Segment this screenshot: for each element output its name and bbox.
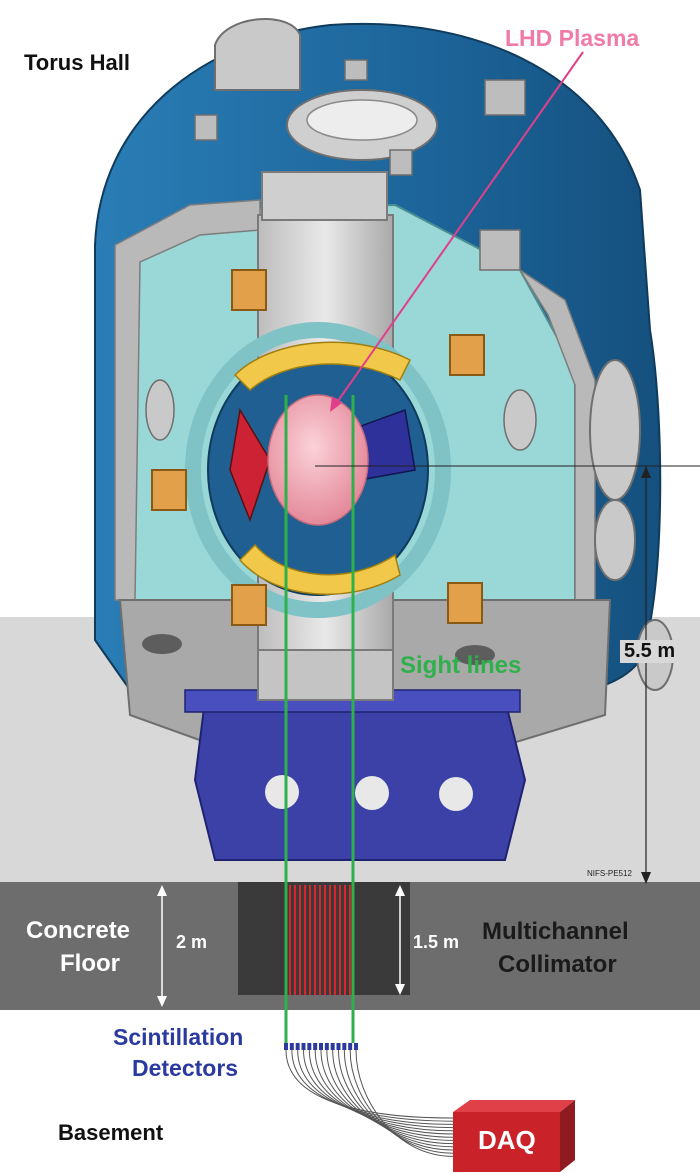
torus-hall-label: Torus Hall xyxy=(24,50,130,75)
daq-box xyxy=(453,1112,560,1172)
side-port xyxy=(594,499,636,581)
top-stub xyxy=(479,229,521,271)
detector-cable xyxy=(314,1049,454,1135)
top-stub xyxy=(484,79,526,116)
scintillation-detector xyxy=(319,1043,323,1050)
cables xyxy=(285,1049,454,1157)
height-arrow-head-bottom xyxy=(641,872,651,884)
daq-label: DAQ xyxy=(478,1125,536,1155)
concrete-floor-label-2: Floor xyxy=(60,950,120,977)
scintillation-detector xyxy=(301,1043,306,1050)
scintillation-detector xyxy=(295,1043,300,1050)
floor-arrow-head-top xyxy=(157,885,167,896)
support-hole xyxy=(355,776,389,810)
support-hole xyxy=(439,777,473,811)
top-stub xyxy=(389,149,413,176)
detector-cable xyxy=(349,1049,454,1154)
plasma-pointer xyxy=(332,51,584,409)
basement-label: Basement xyxy=(58,1120,164,1145)
scintillation-detector xyxy=(289,1043,294,1050)
collimator-label-2: Collimator xyxy=(498,951,617,978)
plasma-pointer-head xyxy=(330,396,342,412)
top-port-ring-inner xyxy=(306,99,418,141)
daq-box-top xyxy=(453,1100,575,1112)
top-stub xyxy=(344,59,368,81)
detector-cable xyxy=(326,1049,454,1141)
vertical-port-bottom xyxy=(257,649,394,701)
concrete-floor-label-1: Concrete xyxy=(26,917,131,944)
side-port-mid xyxy=(503,389,537,451)
coil-block xyxy=(449,334,485,376)
scintillation-detector xyxy=(348,1043,353,1050)
helical-coil-upper xyxy=(233,341,412,392)
scintillation-label-1: Scintillation xyxy=(113,1024,244,1050)
poloidal-ring xyxy=(185,322,451,618)
scintillation-detector xyxy=(354,1043,358,1050)
detector-cable xyxy=(297,1049,454,1125)
scintillation-detector xyxy=(330,1043,335,1050)
scintillation-label-2: Detectors xyxy=(132,1055,239,1081)
scintillation-detector xyxy=(284,1043,288,1050)
vertical-port-top xyxy=(261,171,388,221)
coil-block xyxy=(447,582,483,624)
support-hole xyxy=(265,775,299,809)
coil-block xyxy=(231,584,267,626)
top-stub xyxy=(194,114,218,141)
scintillation-detector xyxy=(342,1043,347,1050)
helical-coil-left xyxy=(229,407,271,523)
sight-lines-label: Sight lines xyxy=(400,652,522,679)
support-structure xyxy=(193,699,527,861)
scintillation-detector xyxy=(313,1043,318,1050)
detector-cable xyxy=(355,1049,454,1157)
tag-label: NIFS-PE512 xyxy=(587,869,632,878)
detector-cable xyxy=(338,1049,454,1148)
scintillation-detector xyxy=(307,1043,312,1050)
port-hole xyxy=(142,634,182,654)
daq-box-side xyxy=(560,1100,575,1172)
detector-cable xyxy=(343,1049,454,1151)
lhd-plasma xyxy=(267,394,369,526)
height-arrow-head-top xyxy=(641,466,651,478)
collimator-length-label: 1.5 m xyxy=(413,932,460,952)
lhd-plasma-label: LHD Plasma xyxy=(505,25,640,51)
collimator-channels xyxy=(289,885,351,995)
coil-block xyxy=(231,269,267,311)
collimator-arrow-head-bottom xyxy=(395,984,405,995)
detectors xyxy=(284,1043,358,1050)
side-port xyxy=(589,359,641,501)
collimator-label-1: Multichannel xyxy=(482,918,629,945)
detector-cable xyxy=(332,1049,454,1145)
height-label: 5.5 m xyxy=(620,640,680,663)
top-port xyxy=(214,18,301,91)
port-hole xyxy=(455,645,495,665)
side-port-left xyxy=(145,379,175,441)
floor-thickness-label: 2 m xyxy=(176,932,208,952)
detector-cable xyxy=(320,1049,454,1138)
floor-arrow-head-bottom xyxy=(157,996,167,1007)
scintillation-detector xyxy=(336,1043,341,1050)
collimator-arrow-head-top xyxy=(395,885,405,896)
detector-cable xyxy=(308,1049,454,1132)
coil-block xyxy=(151,469,187,511)
scintillation-detector xyxy=(324,1043,329,1050)
